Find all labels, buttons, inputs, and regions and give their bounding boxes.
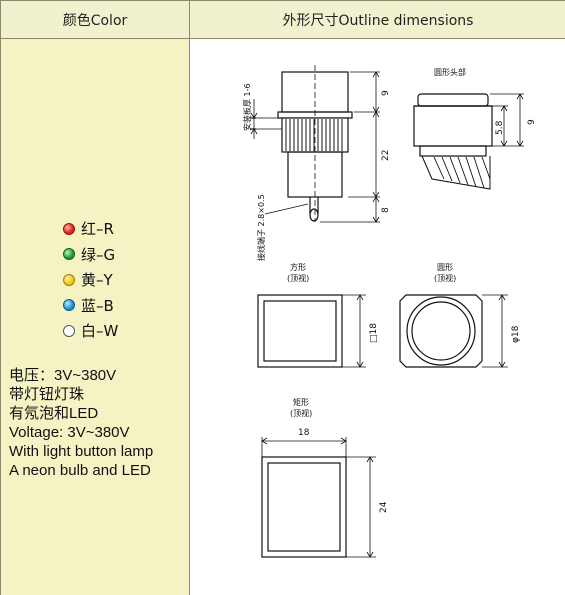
white-dot-icon [63, 324, 75, 337]
round-head-drawing [413, 93, 524, 190]
terminal-label: 接线端子 2.8×0.5 [256, 194, 266, 261]
rect-height-label: 24 [379, 501, 389, 513]
color-list: 红–R 绿–G 黄–Y 蓝–B 白–W [63, 216, 118, 344]
mount-plate-label: 安装板厚 1-6 [242, 83, 252, 131]
specification-text: 电压：3V~380V 带灯钮灯珠 有氖泡和LED Voltage: 3V~380… [9, 366, 153, 480]
square-dim-label: □18 [369, 323, 379, 343]
color-column-header: 颜色Color [1, 1, 190, 39]
round-dim-label: φ18 [511, 325, 521, 343]
color-item-yellow: 黄–Y [63, 267, 118, 293]
rect-title: 矩形 [293, 397, 309, 407]
voltage-cn: 电压：3V~380V [9, 367, 117, 384]
dimensions-column: 安装板厚 1-6 接线端子 2.8×0.5 9 22 8 圆形头部 5.8 9 … [190, 39, 565, 595]
color-item-blue: 蓝–B [63, 293, 118, 319]
bulb-cn: 有氖泡和LED [9, 405, 99, 422]
blue-dot-icon [63, 299, 75, 312]
voltage-en: Voltage: 3V~380V [9, 424, 130, 441]
dim-9-label: 9 [381, 90, 391, 96]
bulb-en: A neon bulb and LED [9, 462, 151, 479]
color-label: 蓝–B [81, 296, 114, 315]
side-view-drawing [250, 65, 380, 223]
rectangle-top-view-drawing [261, 437, 376, 558]
dim-9b-label: 9 [527, 119, 537, 125]
outline-dimensions-drawing: 安装板厚 1-6 接线端子 2.8×0.5 9 22 8 圆形头部 5.8 9 … [242, 65, 537, 558]
yellow-dot-icon [63, 273, 75, 286]
square-title: 方形 [290, 262, 306, 272]
rect-subtitle: (顶视) [290, 408, 312, 418]
color-label: 绿–G [81, 245, 116, 264]
lamp-cn: 带灯钮灯珠 [9, 386, 85, 403]
green-dot-icon [63, 248, 75, 261]
color-label: 黄–Y [81, 271, 113, 290]
square-subtitle: (顶视) [287, 273, 309, 283]
dim-5-8-label: 5.8 [495, 120, 505, 135]
dimensions-column-header: 外形尺寸Outline dimensions [190, 1, 565, 39]
round-title: 圆形 [437, 263, 453, 272]
round-head-title: 圆形头部 [434, 67, 466, 77]
lamp-en: With light button lamp [9, 443, 154, 460]
color-column: 红–R 绿–G 黄–Y 蓝–B 白–W 电压：3V~380V 带灯钮灯珠 有氖泡 [1, 39, 190, 595]
rect-width-label: 18 [298, 428, 310, 438]
color-label: 白–W [81, 322, 119, 341]
round-top-view-drawing [399, 294, 508, 368]
round-subtitle: (顶视) [434, 273, 456, 283]
color-label: 红–R [81, 220, 114, 239]
color-item-red: 红–R [63, 216, 118, 242]
dim-8-label: 8 [381, 207, 391, 213]
color-item-green: 绿–G [63, 242, 118, 268]
red-dot-icon [63, 222, 75, 235]
color-item-white: 白–W [63, 318, 118, 344]
dim-22-label: 22 [381, 150, 391, 161]
square-top-view-drawing [257, 294, 366, 368]
